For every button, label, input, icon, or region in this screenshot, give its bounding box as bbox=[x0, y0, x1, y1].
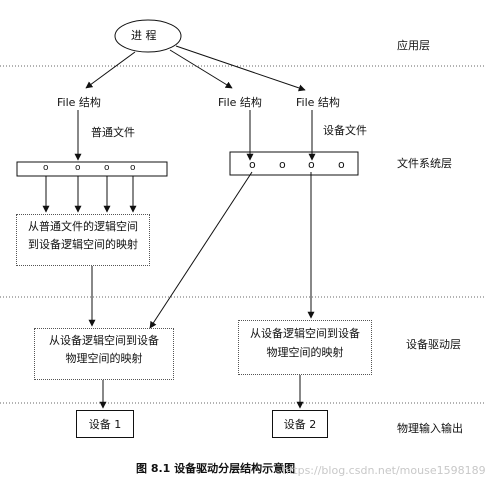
device-inode-circle: o bbox=[338, 158, 345, 171]
regular-inode-circle: o bbox=[75, 163, 81, 173]
file-struct-2: File 结构 bbox=[218, 96, 262, 109]
arrow-process-file3 bbox=[175, 45, 306, 92]
device1-mapping-box: 从设备逻辑空间到设备 物理空间的映射 bbox=[34, 328, 174, 380]
file-struct-1: File 结构 bbox=[57, 96, 101, 109]
regular-inode-table bbox=[16, 161, 168, 177]
dev1-map-line1: 从设备逻辑空间到设备 bbox=[49, 334, 159, 347]
regular-file-mapping-box: 从普通文件的逻辑空间 到设备逻辑空间的映射 bbox=[16, 214, 150, 266]
regular-inode-circle: o bbox=[104, 163, 110, 173]
device-file-label: 设备文件 bbox=[323, 124, 367, 137]
layer-label-app: 应用层 bbox=[397, 39, 430, 52]
file-struct-3: File 结构 bbox=[296, 96, 340, 109]
device-1-box: 设备 1 bbox=[76, 410, 134, 438]
device-inode-circle: o bbox=[308, 158, 315, 171]
arrow-process-file2 bbox=[169, 49, 233, 89]
dev2-map-line1: 从设备逻辑空间到设备 bbox=[250, 327, 360, 340]
watermark: https://blog.csdn.net/mouse1598189 bbox=[282, 464, 486, 477]
figure-caption: 图 8.1 设备驱动分层结构示意图 bbox=[136, 462, 296, 475]
device2-mapping-box: 从设备逻辑空间到设备 物理空间的映射 bbox=[238, 320, 372, 375]
process-label: 进 程 bbox=[131, 29, 157, 42]
device-inode-circle: o bbox=[279, 158, 286, 171]
regular-map-line1: 从普通文件的逻辑空间 bbox=[28, 220, 138, 233]
process-ellipse bbox=[114, 19, 182, 53]
layer-label-io: 物理输入输出 bbox=[397, 422, 463, 435]
device-inode-table bbox=[229, 151, 359, 176]
dev1-map-line2: 物理空间的映射 bbox=[65, 352, 143, 365]
layer-label-driver: 设备驱动层 bbox=[406, 338, 461, 351]
regular-inode-circle: o bbox=[130, 163, 136, 173]
layer-label-fs: 文件系统层 bbox=[397, 157, 452, 170]
regular-file-label: 普通文件 bbox=[91, 126, 135, 139]
device-2-box: 设备 2 bbox=[272, 410, 328, 438]
device-1-label: 设备 1 bbox=[88, 418, 122, 431]
dev2-map-line2: 物理空间的映射 bbox=[266, 346, 344, 359]
device-inode-circle: o bbox=[249, 158, 256, 171]
device-2-label: 设备 2 bbox=[283, 418, 317, 431]
arrow-devinode-dev1map bbox=[149, 171, 253, 329]
arrow-process-file1 bbox=[85, 51, 136, 89]
regular-inode-circle: o bbox=[43, 163, 49, 173]
regular-map-line2: 到设备逻辑空间的映射 bbox=[28, 238, 138, 251]
